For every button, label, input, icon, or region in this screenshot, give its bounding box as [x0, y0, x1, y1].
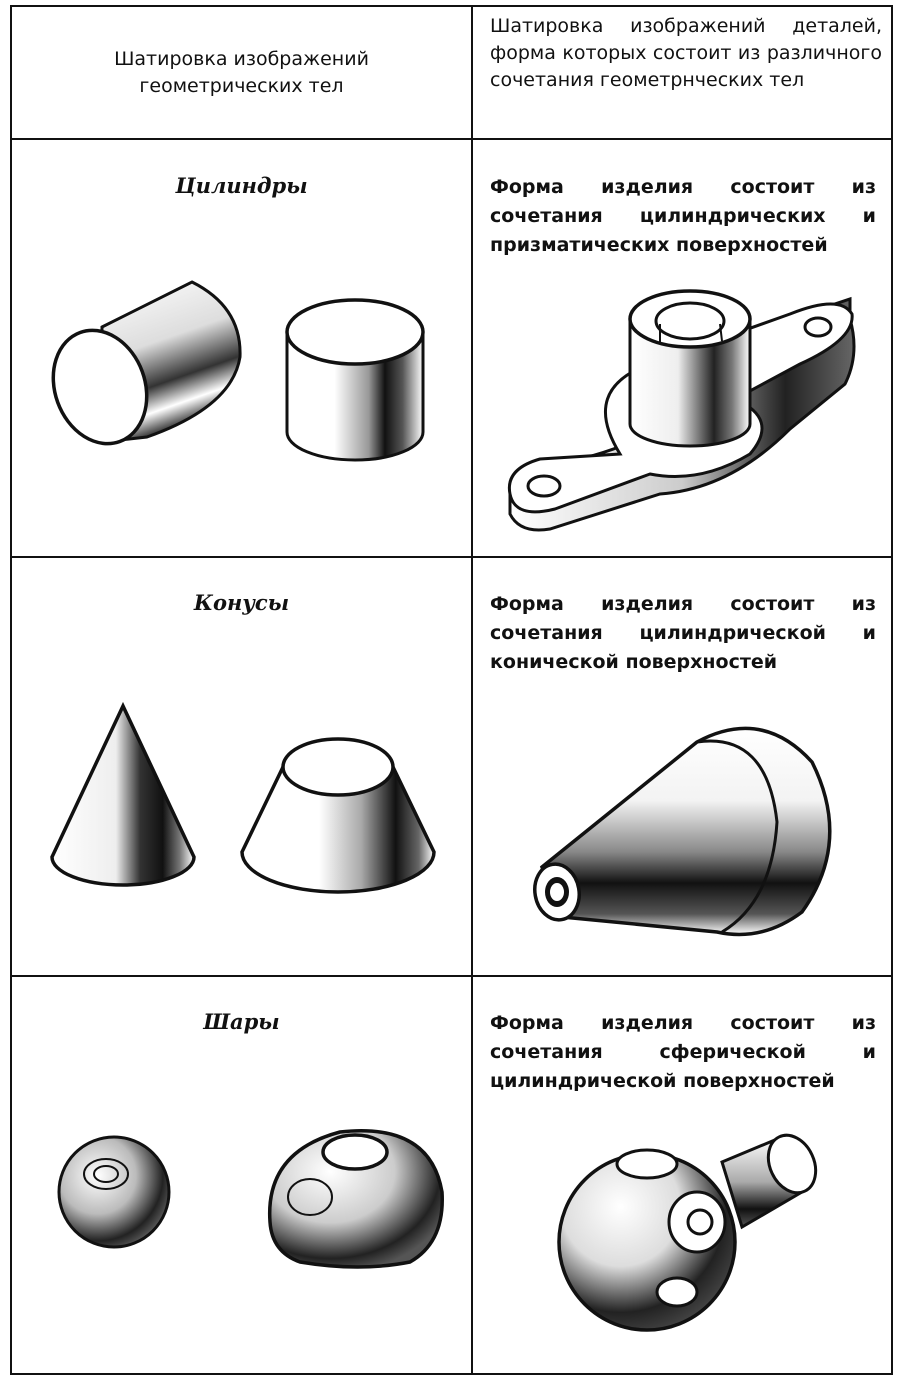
column-divider	[471, 7, 473, 1373]
header-left-text: Шатировка изображений геометрических тел	[114, 47, 369, 97]
row-title-cones: Конусы	[193, 590, 290, 615]
row-description-spheres: Форма изделия состоит из сочетания сфери…	[490, 1012, 876, 1092]
header-left-cell: Шатировка изображений геометрических тел	[12, 7, 471, 138]
row-title-cylinders: Цилиндры	[175, 173, 308, 198]
truncated-sphere-icon	[267, 1129, 444, 1269]
row-description-cylinders: Форма изделия состоит из сочетания цилин…	[490, 176, 876, 256]
horizontal-cylinder-icon	[51, 280, 242, 446]
header-right-cell: Шатировка изображений деталей, форма кот…	[474, 7, 892, 138]
ball-joint-icon	[557, 1133, 818, 1332]
shading-table: Шатировка изображений геометрических тел…	[10, 5, 893, 1375]
row-divider-header	[12, 138, 891, 140]
row-title-spheres: Шары	[203, 1009, 280, 1034]
row-divider-1	[12, 556, 891, 558]
cone-icon	[50, 701, 196, 887]
header-right-text: Шатировка изображений деталей, форма кот…	[490, 15, 882, 91]
sphere-icon	[57, 1135, 171, 1249]
truncated-cone-icon	[240, 737, 436, 894]
vertical-cylinder-icon	[285, 298, 425, 462]
row-divider-2	[12, 975, 891, 977]
row-description-cones: Форма изделия состоит из сочетания цилин…	[490, 593, 876, 673]
nozzle-icon	[533, 726, 832, 937]
flanged-bushing-icon	[507, 289, 856, 532]
